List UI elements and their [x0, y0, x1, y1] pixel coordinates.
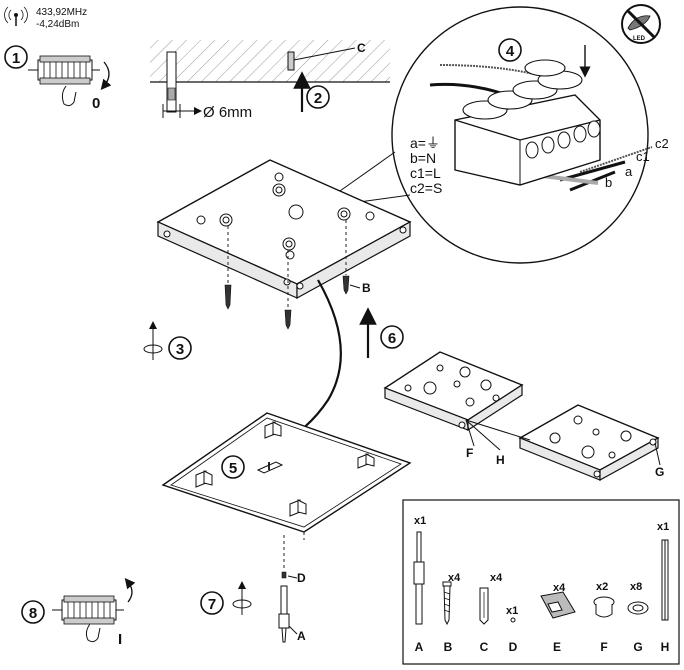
rotate-arrow-icon-2: [232, 581, 252, 615]
mounting-plate: [156, 159, 412, 330]
remote-and-screw: [278, 535, 298, 643]
radio-signal-icon: [4, 6, 28, 26]
part-label-d: D: [297, 571, 306, 585]
part-a-qty: x1: [414, 515, 426, 527]
legend-earth: a=⏚: [410, 135, 440, 151]
part-label-h: H: [496, 453, 505, 467]
step-8-number: 8: [29, 605, 37, 622]
step-1: 1: [4, 45, 28, 69]
legend-neutral: b=N: [410, 150, 436, 166]
step-4-number: 4: [506, 43, 515, 60]
part-label-c: C: [357, 41, 366, 55]
no-led-bulb-icon: LED: [621, 4, 661, 44]
step-8: 8: [21, 600, 45, 624]
step-2: 2: [306, 85, 330, 109]
switch-off-label: 0: [92, 95, 100, 112]
wire-tag-b: b: [605, 175, 612, 190]
wiring-detail: [299, 6, 653, 264]
step-4: 4: [498, 38, 522, 62]
part-g-qty: x8: [630, 581, 642, 593]
step-3: 3: [168, 336, 192, 360]
breaker-switch-off-icon: [28, 55, 112, 107]
part-label-g: G: [655, 465, 664, 479]
plate-g: [518, 404, 660, 482]
wire-tag-c2: c2: [655, 136, 669, 151]
part-c-letter: C: [480, 640, 489, 654]
drill-diameter-label: Ø 6mm: [203, 104, 252, 121]
part-h-icon: [661, 539, 669, 621]
part-e-letter: E: [553, 640, 561, 654]
plate-f: [383, 351, 524, 432]
legend-live: c1=L: [410, 165, 441, 181]
parts-quantities: x1 x4 x4 x1 x4 x2 x8 x1: [414, 515, 669, 617]
step-3-number: 3: [176, 341, 184, 358]
part-label-a: A: [297, 629, 306, 643]
part-a-letter: A: [415, 640, 424, 654]
part-h-qty: x1: [657, 521, 669, 533]
part-label-f: F: [466, 446, 473, 460]
part-b-icon: [442, 581, 452, 626]
step-7-number: 7: [208, 596, 216, 613]
led-panel: [161, 412, 412, 540]
part-label-b: B: [362, 281, 371, 295]
step-5-number: 5: [229, 460, 237, 477]
part-c-icon: [479, 587, 489, 625]
step-6-number: 6: [388, 330, 396, 347]
part-c-qty: x4: [490, 572, 503, 584]
part-h-letter: H: [661, 640, 670, 654]
part-f-letter: F: [600, 640, 607, 654]
signal-power: -4,24dBm: [36, 19, 79, 30]
part-b-letter: B: [444, 640, 453, 654]
callout-lines-fh: [465, 419, 531, 451]
part-b-qty: x4: [448, 572, 461, 584]
part-e-icon: [540, 591, 576, 619]
switch-on-label: I: [118, 631, 122, 648]
part-g-icon: [627, 601, 649, 615]
signal-frequency: 433,92MHz: [36, 7, 87, 18]
wire-tag-a: a: [625, 164, 633, 179]
rotate-arrow-icon: [143, 321, 163, 360]
parts-box: [402, 499, 680, 665]
step-2-number: 2: [314, 90, 322, 107]
parts-letters: A B C D E F G H: [415, 640, 670, 654]
part-f-qty: x2: [596, 581, 608, 593]
step-6: 6: [380, 325, 404, 349]
breaker-switch-on-icon: [52, 577, 136, 643]
part-f-icon: [593, 596, 615, 618]
no-led-label: LED: [633, 36, 646, 42]
part-d-letter: D: [509, 640, 518, 654]
part-e-qty: x4: [553, 582, 566, 594]
wire-tag-c1: c1: [636, 149, 650, 164]
part-a-icon: [413, 531, 425, 625]
part-g-letter: G: [633, 640, 642, 654]
step-5: 5: [221, 455, 245, 479]
step-1-number: 1: [12, 50, 20, 67]
legend-switch: c2=S: [410, 180, 442, 196]
part-d-qty: x1: [506, 605, 518, 617]
part-d-icon: [510, 617, 516, 623]
step-7: 7: [200, 591, 224, 615]
ceiling-section: [150, 40, 390, 118]
